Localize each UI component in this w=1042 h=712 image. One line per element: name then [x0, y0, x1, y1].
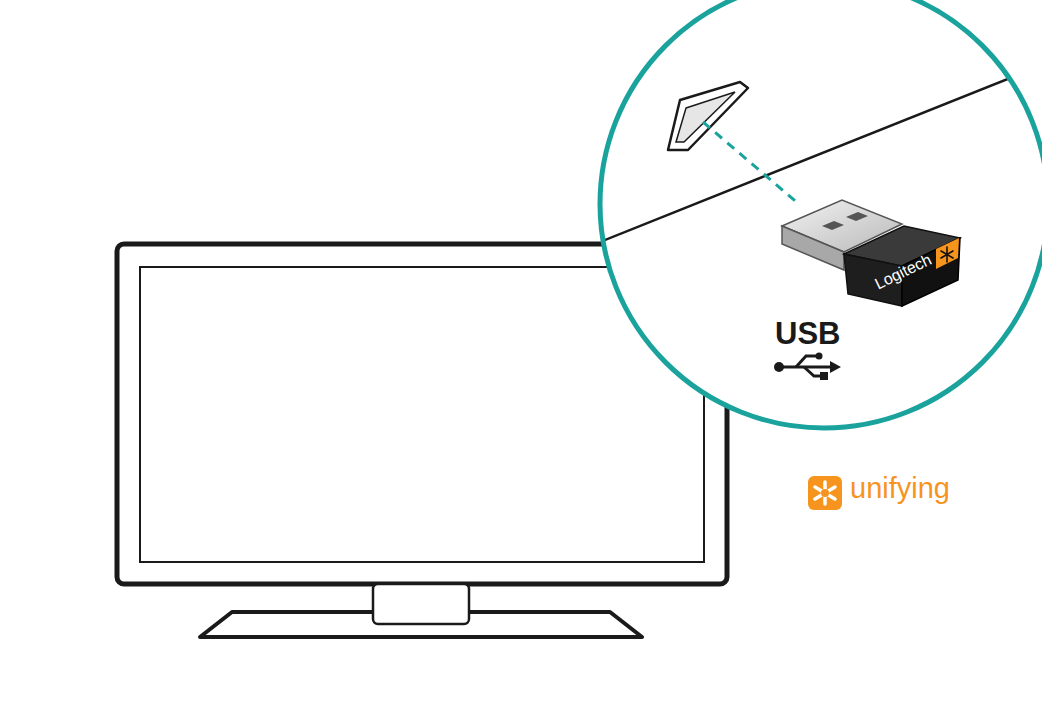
port-label: USB — [775, 318, 840, 349]
magnifier-ring — [600, 0, 1042, 428]
usb-port — [668, 82, 748, 150]
insert-line — [703, 122, 800, 205]
unifying-icon — [808, 476, 842, 510]
plug-front — [782, 226, 844, 270]
unifying-corner — [936, 238, 959, 269]
monitor-neck — [373, 584, 469, 624]
usb-port-inner — [676, 92, 735, 142]
logo-label: unifying — [850, 474, 950, 503]
unifying-icon-mark — [815, 482, 835, 504]
unifying-star — [941, 247, 953, 262]
plug-hole — [822, 221, 844, 230]
magnifier-ground — [600, 0, 1042, 428]
plug-hole — [846, 212, 868, 221]
monitor-screen — [140, 267, 704, 562]
